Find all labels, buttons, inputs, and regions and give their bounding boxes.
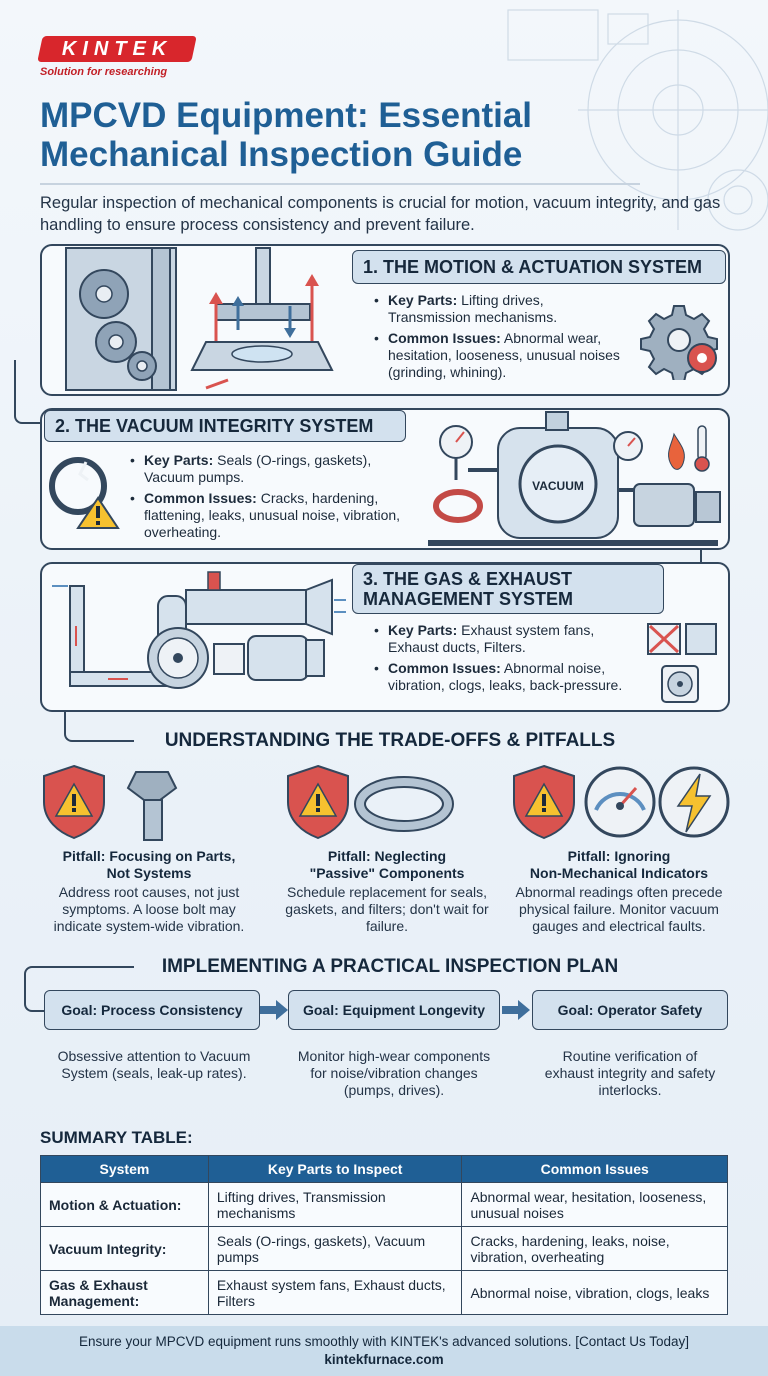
vacuum-chamber-illustration: VACUUM xyxy=(428,411,721,546)
shield-icon xyxy=(43,764,105,840)
list-item: Common Issues: Abnormal wear, hesitation… xyxy=(374,330,626,381)
list-item: Common Issues: Cracks, hardening, flatte… xyxy=(130,490,420,541)
gas-exhaust-system-bullets: Key Parts: Exhaust system fans, Exhaust … xyxy=(374,622,646,698)
table-cell: Motion & Actuation: xyxy=(40,1182,209,1227)
title-divider xyxy=(40,183,640,185)
vacuum-system-bullets: Key Parts: Seals (O-rings, gaskets), Vac… xyxy=(130,452,420,545)
gauge-icon xyxy=(613,431,643,461)
pitfall-1-title: Pitfall: Focusing on Parts, Not Systems xyxy=(62,848,236,881)
footer-url[interactable]: kintekfurnace.com xyxy=(324,1352,444,1367)
brand-tagline: Solution for researching xyxy=(40,66,168,78)
flame-icon xyxy=(668,432,685,470)
goal-2-desc: Monitor high-wear components for noise/v… xyxy=(297,1048,491,1098)
table-cell: Cracks, hardening, leaks, noise, vibrati… xyxy=(461,1226,728,1271)
pitfall-2-title: Pitfall: Neglecting "Passive" Components xyxy=(309,848,465,881)
filter-fan-icons xyxy=(647,623,717,703)
shield-icon xyxy=(287,764,349,840)
pitfall-2-desc: Schedule replacement for seals, gaskets,… xyxy=(285,884,489,934)
table-row: Vacuum Integrity: Seals (O-rings, gasket… xyxy=(40,1226,728,1271)
connector-bottom xyxy=(64,712,134,742)
list-item: Key Parts: Exhaust system fans, Exhaust … xyxy=(374,622,646,656)
table-header-cell: Common Issues xyxy=(461,1155,728,1183)
pitfall-3-title: Pitfall: Ignoring Non-Mechanical Indicat… xyxy=(529,848,709,881)
thermometer-icon xyxy=(694,425,710,472)
pitfall-2-icons xyxy=(287,764,454,840)
table-row: Gas & Exhaust Management: Exhaust system… xyxy=(40,1270,728,1315)
pitfall-1-desc: Address root causes, not just symptoms. … xyxy=(53,884,245,934)
motion-system-heading: 1. THE MOTION & ACTUATION SYSTEM xyxy=(352,250,726,284)
plan-heading: IMPLEMENTING A PRACTICAL INSPECTION PLAN xyxy=(161,956,619,977)
pitfall-3-icons xyxy=(513,764,730,840)
brand-logo[interactable]: KINTEK xyxy=(37,36,197,62)
list-item: Key Parts: Seals (O-rings, gaskets), Vac… xyxy=(130,452,420,486)
filter-icon xyxy=(647,623,717,655)
logo-text: KINTEK xyxy=(61,37,173,60)
list-item: Common Issues: Abnormal noise, vibration… xyxy=(374,660,646,694)
blueprint-decoration xyxy=(507,9,768,231)
motion-machine-illustration xyxy=(65,247,334,391)
table-cell: Vacuum Integrity: xyxy=(40,1226,209,1271)
summary-title: SUMMARY TABLE: xyxy=(40,1128,193,1147)
table-header-row: System Key Parts to Inspect Common Issue… xyxy=(40,1155,728,1183)
filter-icon xyxy=(213,643,245,675)
bolt-icon xyxy=(126,771,178,841)
list-item: Key Parts: Lifting drives, Transmission … xyxy=(374,292,626,326)
table-cell: Lifting drives, Transmission mechanisms xyxy=(207,1182,463,1227)
intro-text: Regular inspection of mechanical compone… xyxy=(40,194,721,234)
lightning-icon xyxy=(658,766,730,838)
table-cell: Seals (O-rings, gaskets), Vacuum pumps xyxy=(207,1226,463,1271)
vacuum-tank-label: VACUUM xyxy=(532,479,584,493)
pitfalls-heading: UNDERSTANDING THE TRADE-OFFS & PITFALLS xyxy=(164,730,616,751)
table-cell: Exhaust system fans, Exhaust ducts, Filt… xyxy=(207,1270,463,1315)
table-header-cell: System xyxy=(40,1155,209,1183)
gauge-icon xyxy=(584,766,656,838)
goal-operator-safety: Goal: Operator Safety xyxy=(532,990,728,1030)
goal-3-desc: Routine verification of exhaust integrit… xyxy=(544,1048,716,1098)
arrow-right-icon xyxy=(260,1000,288,1020)
arrow-right-icon xyxy=(502,1000,530,1020)
page-title: MPCVD Equipment: Essential Mechanical In… xyxy=(40,96,533,174)
summary-table: System Key Parts to Inspect Common Issue… xyxy=(40,1155,728,1315)
table-cell: Abnormal wear, hesitation, looseness, un… xyxy=(461,1182,728,1227)
fan-icon xyxy=(147,627,209,689)
table-row: Motion & Actuation: Lifting drives, Tran… xyxy=(40,1182,728,1227)
footer-cta[interactable]: Ensure your MPCVD equipment runs smoothl… xyxy=(78,1334,690,1349)
gasket-icon xyxy=(433,489,483,523)
goal-equipment-longevity: Goal: Equipment Longevity xyxy=(288,990,500,1030)
exhaust-duct-illustration xyxy=(52,571,346,689)
gear-warning-icon xyxy=(640,305,718,380)
connector-left xyxy=(14,360,44,424)
goal-1-desc: Obsessive attention to Vacuum System (se… xyxy=(57,1048,251,1081)
table-cell: Gas & Exhaust Management: xyxy=(40,1270,209,1315)
shield-icon xyxy=(513,764,575,840)
gasket-icon xyxy=(354,776,454,832)
pitfall-3-desc: Abnormal readings often precede physical… xyxy=(515,884,723,934)
motion-system-bullets: Key Parts: Lifting drives, Transmission … xyxy=(374,292,626,385)
gas-exhaust-system-heading: 3. THE GAS & EXHAUST MANAGEMENT SYSTEM xyxy=(352,564,664,614)
vacuum-system-heading: 2. THE VACUUM INTEGRITY SYSTEM xyxy=(44,410,406,442)
pitfall-1-icons xyxy=(43,764,178,841)
table-cell: Abnormal noise, vibration, clogs, leaks xyxy=(461,1270,728,1315)
gauge-icon xyxy=(439,425,473,480)
fan-icon xyxy=(661,665,699,703)
footer: Ensure your MPCVD equipment runs smoothl… xyxy=(0,1326,768,1376)
table-header-cell: Key Parts to Inspect xyxy=(207,1155,463,1183)
connector-right xyxy=(700,548,702,562)
goal-process-consistency: Goal: Process Consistency xyxy=(44,990,260,1030)
cracked-seal-warning-icon xyxy=(49,457,120,529)
